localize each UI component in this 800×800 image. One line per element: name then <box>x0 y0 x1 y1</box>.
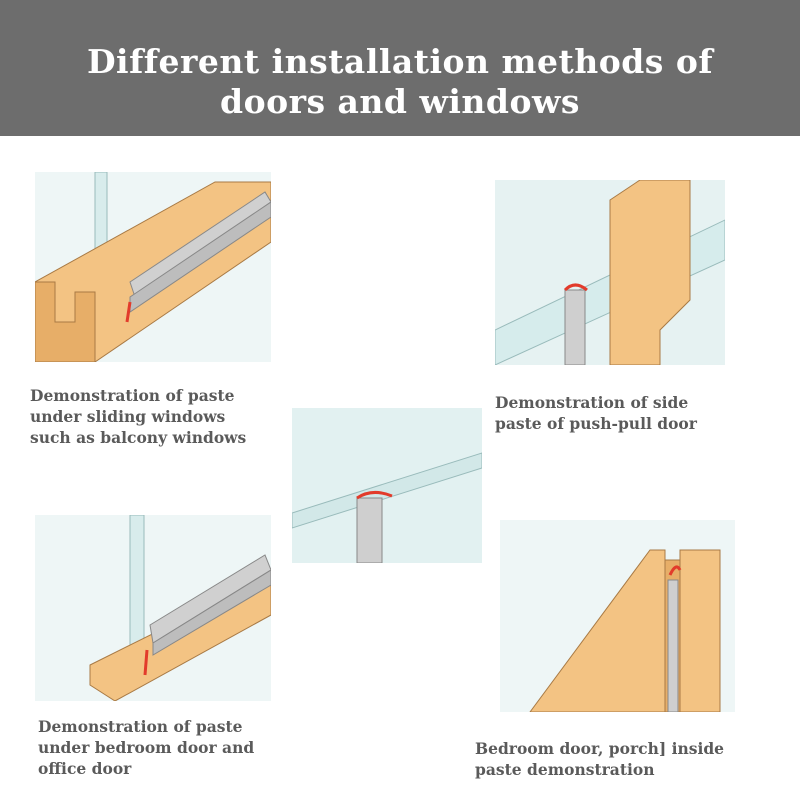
sliding-window-illustration <box>35 172 271 362</box>
title-line-2: doors and windows <box>220 82 580 121</box>
caption-bedroom-door: Demonstration of paste under bedroom doo… <box>38 716 254 779</box>
caption-sliding-window: Demonstration of paste under sliding win… <box>30 385 246 448</box>
caption-line: office door <box>38 759 132 778</box>
header-banner: Different installation methods of doors … <box>0 0 800 136</box>
caption-line: such as balcony windows <box>30 428 247 447</box>
bedroom-door-bottom-illustration <box>35 515 271 701</box>
caption-line: Demonstration of paste <box>30 386 235 405</box>
caption-line: paste of push-pull door <box>495 414 697 433</box>
push-pull-door-illustration <box>495 180 725 365</box>
door-frame-illustration <box>500 520 735 712</box>
caption-line: Bedroom door, porch] inside <box>475 739 725 758</box>
caption-line: paste demonstration <box>475 760 655 779</box>
close-up-illustration <box>292 408 482 563</box>
title-line-1: Different installation methods of <box>86 42 714 81</box>
caption-line: under sliding windows <box>30 407 226 426</box>
caption-door-frame: Bedroom door, porch] inside paste demons… <box>475 738 724 780</box>
caption-push-pull-door: Demonstration of side paste of push-pull… <box>495 392 697 434</box>
caption-line: under bedroom door and <box>38 738 255 757</box>
caption-line: Demonstration of paste <box>38 717 243 736</box>
caption-line: Demonstration of side <box>495 393 689 412</box>
